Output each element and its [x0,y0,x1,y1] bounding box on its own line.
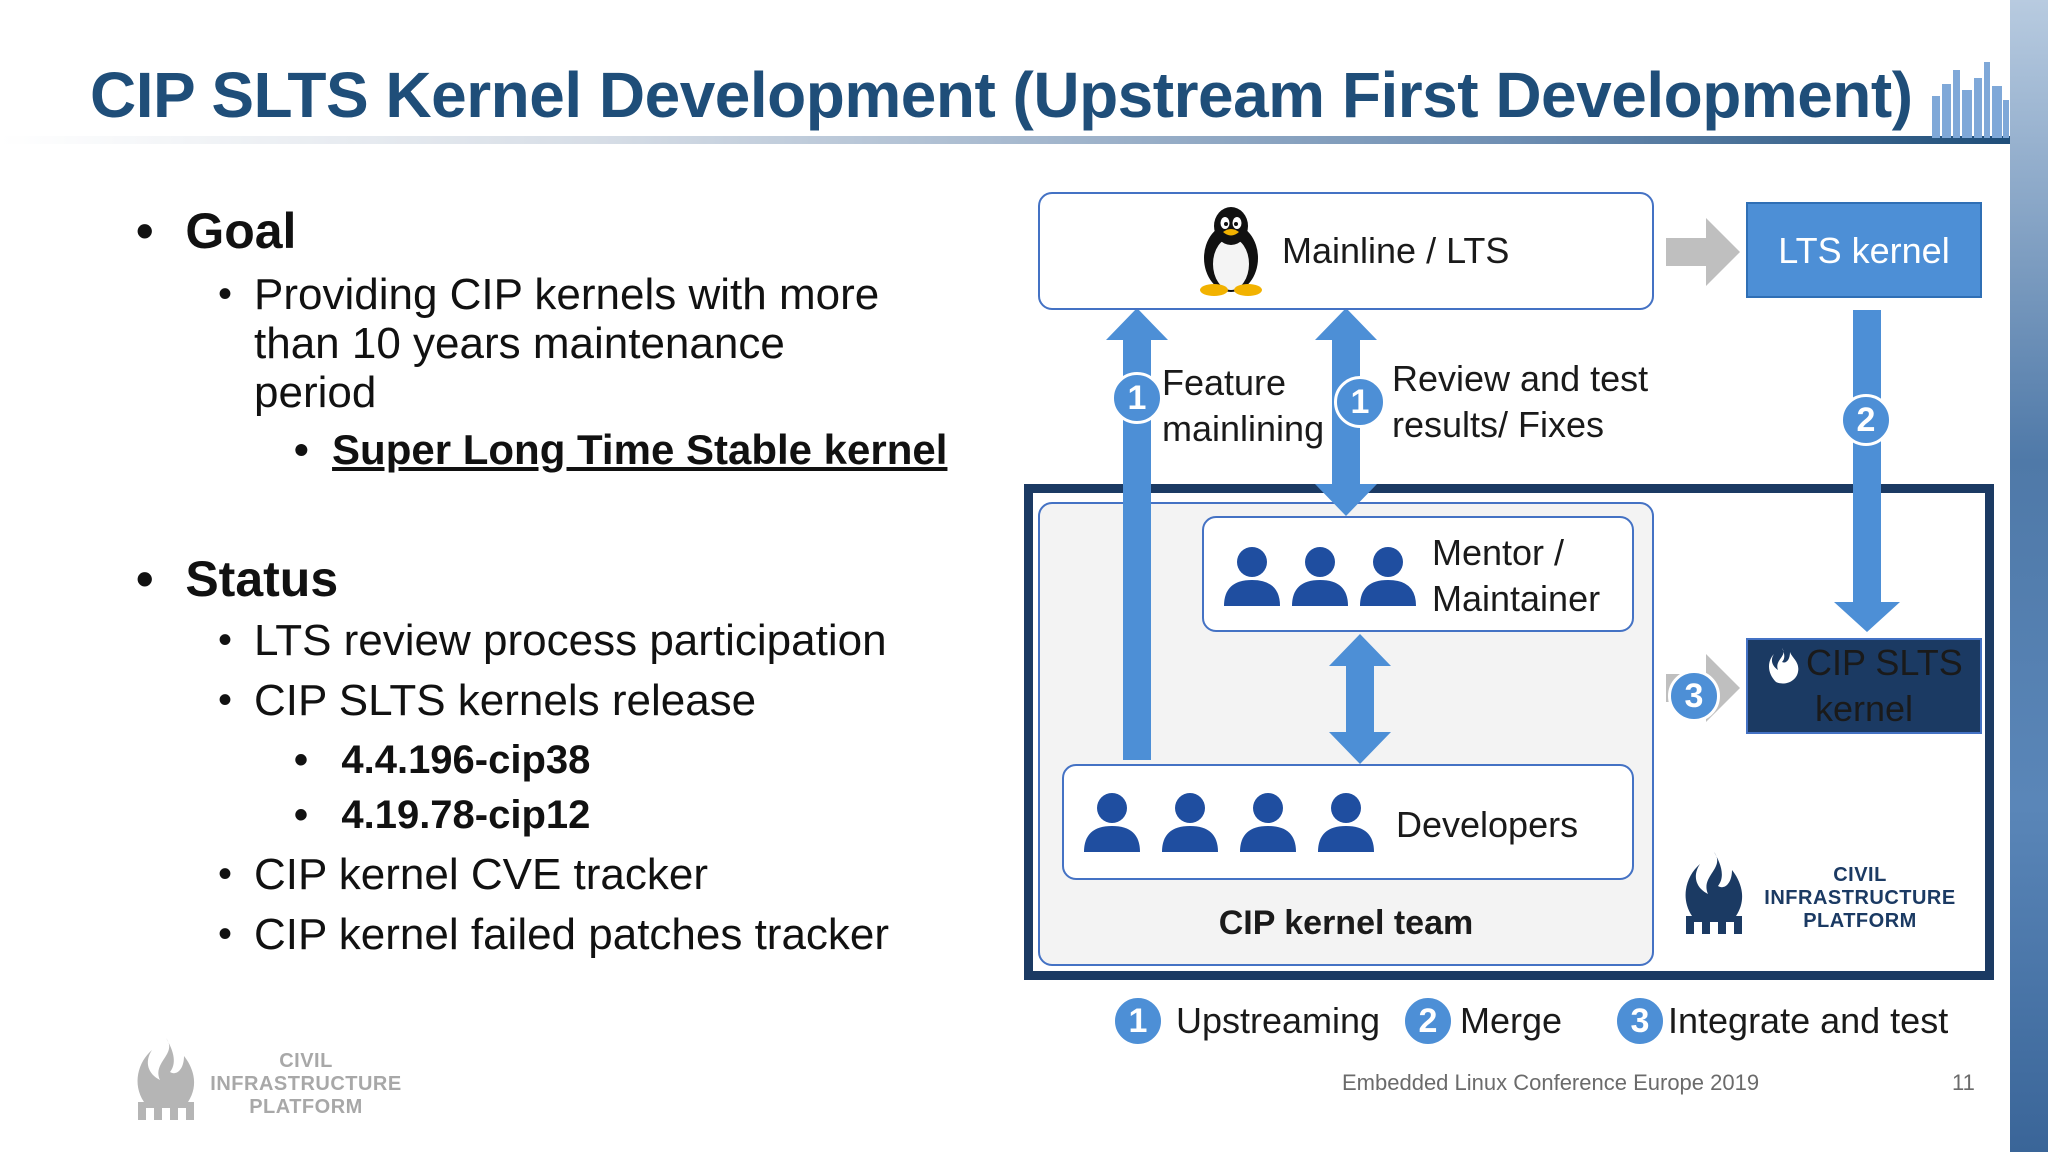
status-item-2-text: CIP SLTS kernels release [254,676,757,725]
cip-slts-box [1746,638,1982,734]
merge-arrow [1834,310,1900,632]
review-label: Review and test results/ Fixes [1392,356,1648,448]
footer-cip-logo-icon [137,1038,195,1120]
bullet-goal-item: • Providing CIP kernels with more than 1… [218,270,880,417]
feature-line-1: Feature [1162,362,1287,403]
version-item-1: • 4.4.196-cip38 [294,738,591,782]
footer-logo-line-3: PLATFORM [249,1096,363,1118]
cip-slts-line-1: CIP SLTS [1806,642,1963,683]
cip-logo-icon [1685,852,1743,934]
logo-line-1: CIVIL [1833,864,1887,886]
city-skyline-icon [1932,62,2009,138]
lts-kernel-box [1746,202,1982,298]
legend-integrate: Integrate and test [1668,1000,1949,1041]
cip-frame [1024,484,1994,980]
status-item-4: •CIP kernel failed patches tracker [218,910,890,959]
logo-line-2: INFRASTRUCTURE [1764,887,1956,909]
feature-line-2: mainlining [1162,408,1325,449]
right-decor-band [2010,0,2048,1152]
bullet-goal: • Goal [136,203,297,259]
badge-merge: 2 [1840,394,1892,446]
badge-upstreaming-feature: 1 [1111,372,1163,424]
cip-flame-icon [1769,648,1799,684]
page-number: 11 [1952,1070,1975,1095]
slide-title: CIP SLTS Kernel Development (Upstream Fi… [90,59,1913,131]
mentor-dev-arrow [1329,634,1391,764]
legend-merge: Merge [1460,1000,1563,1041]
tux-penguin-icon [1200,207,1262,296]
status-item-1: •LTS review process participation [218,616,887,665]
person-icon [1224,547,1280,606]
person-icon [1084,793,1140,852]
cip-logo-text: CIVIL INFRASTRUCTURE PLATFORM [1760,864,1960,933]
badge-upstreaming-review: 1 [1334,376,1386,428]
footer-logo-text: CIVIL INFRASTRUCTURE PLATFORM [206,1050,406,1119]
review-line-2: results/ Fixes [1392,404,1605,445]
version-2-text: 4.19.78-cip12 [341,793,591,837]
version-item-2: • 4.19.78-cip12 [294,793,591,837]
version-1-text: 4.4.196-cip38 [341,738,591,782]
lts-grey-arrow [1666,218,1740,286]
feature-label: Feature mainlining [1162,360,1324,452]
person-icon [1240,793,1296,852]
person-icon [1292,547,1348,606]
mainline-label: Mainline / LTS [1282,230,1510,271]
logo-line-3: PLATFORM [1803,910,1917,932]
status-heading: Status [185,551,339,607]
goal-line-3: period [254,368,377,417]
bullet-status: • Status [136,551,339,607]
mentor-box [1202,516,1634,632]
developers-label: Developers [1396,804,1579,845]
goal-line-1: Providing CIP kernels with more [254,270,880,319]
person-icon [1162,793,1218,852]
legend-upstreaming: Upstreaming [1176,1000,1381,1041]
slts-text: Super Long Time Stable kernel [332,426,948,473]
status-item-4-text: CIP kernel failed patches tracker [254,910,890,959]
legend-badge-2: 2 [1402,995,1454,1047]
status-item-1-text: LTS review process participation [254,616,887,665]
footer-logo-line-2: INFRASTRUCTURE [210,1073,402,1095]
mentor-label: Mentor / Maintainer [1432,530,1600,622]
footer-logo-line-1: CIVIL [279,1050,333,1072]
status-item-3: •CIP kernel CVE tracker [218,850,709,899]
person-icon [1318,793,1374,852]
title-divider [0,136,2010,144]
bullet-slts: • Super Long Time Stable kernel [294,426,948,473]
feature-arrow [1106,308,1168,760]
cip-team-label: CIP kernel team [1218,904,1474,942]
cip-slts-line-2: kernel [1814,688,1914,729]
legend-badge-1: 1 [1112,995,1164,1047]
mainline-box [1038,192,1654,310]
lts-kernel-label: LTS kernel [1778,230,1950,271]
badge-integrate: 3 [1668,670,1720,722]
footer-conference: Embedded Linux Conference Europe 2019 [1342,1070,1760,1095]
goal-heading: Goal [185,203,297,259]
legend-badge-3: 3 [1614,995,1666,1047]
review-line-1: Review and test [1392,358,1649,399]
goal-line-2: than 10 years maintenance [254,319,785,368]
mentor-line-1: Mentor / [1432,532,1565,573]
mentor-line-2: Maintainer [1432,578,1601,619]
person-icon [1360,547,1416,606]
status-item-3-text: CIP kernel CVE tracker [254,850,709,899]
status-item-2: •CIP SLTS kernels release [218,676,757,725]
